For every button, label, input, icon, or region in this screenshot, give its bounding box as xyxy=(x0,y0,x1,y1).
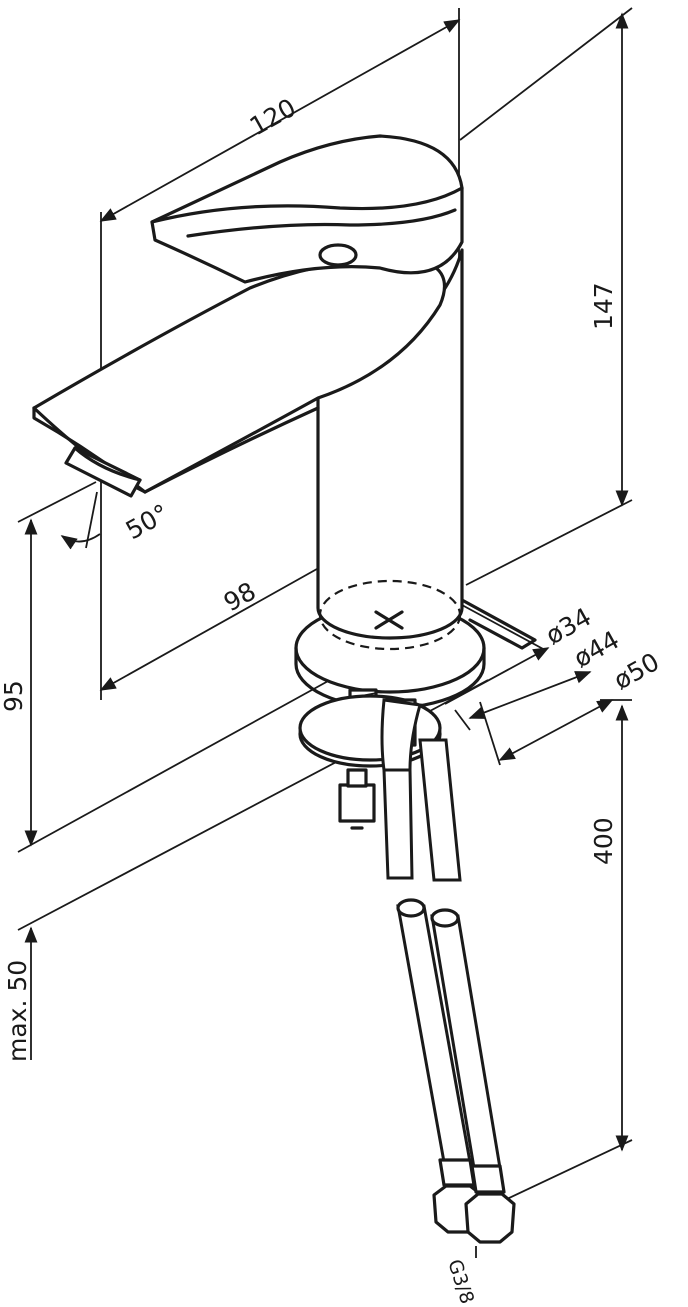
dim-height-body-label: 147 xyxy=(589,282,618,330)
dim-spout-angle-label: 50° xyxy=(121,498,174,545)
dim-connection-thread-label: G3/8 xyxy=(443,1257,478,1307)
dim-hose-length-label: 400 xyxy=(589,817,618,865)
supply-hoses xyxy=(380,698,516,1258)
dim-width-top-label: 120 xyxy=(245,93,301,141)
dim-spout-height-label: 95 xyxy=(0,680,28,712)
dim-spout-reach-label: 98 xyxy=(219,576,261,617)
dim-base-dia-3-label: ø50 xyxy=(609,647,664,695)
faucet-body xyxy=(32,134,537,710)
dim-counter-thickness-label: max. 50 xyxy=(3,960,32,1062)
